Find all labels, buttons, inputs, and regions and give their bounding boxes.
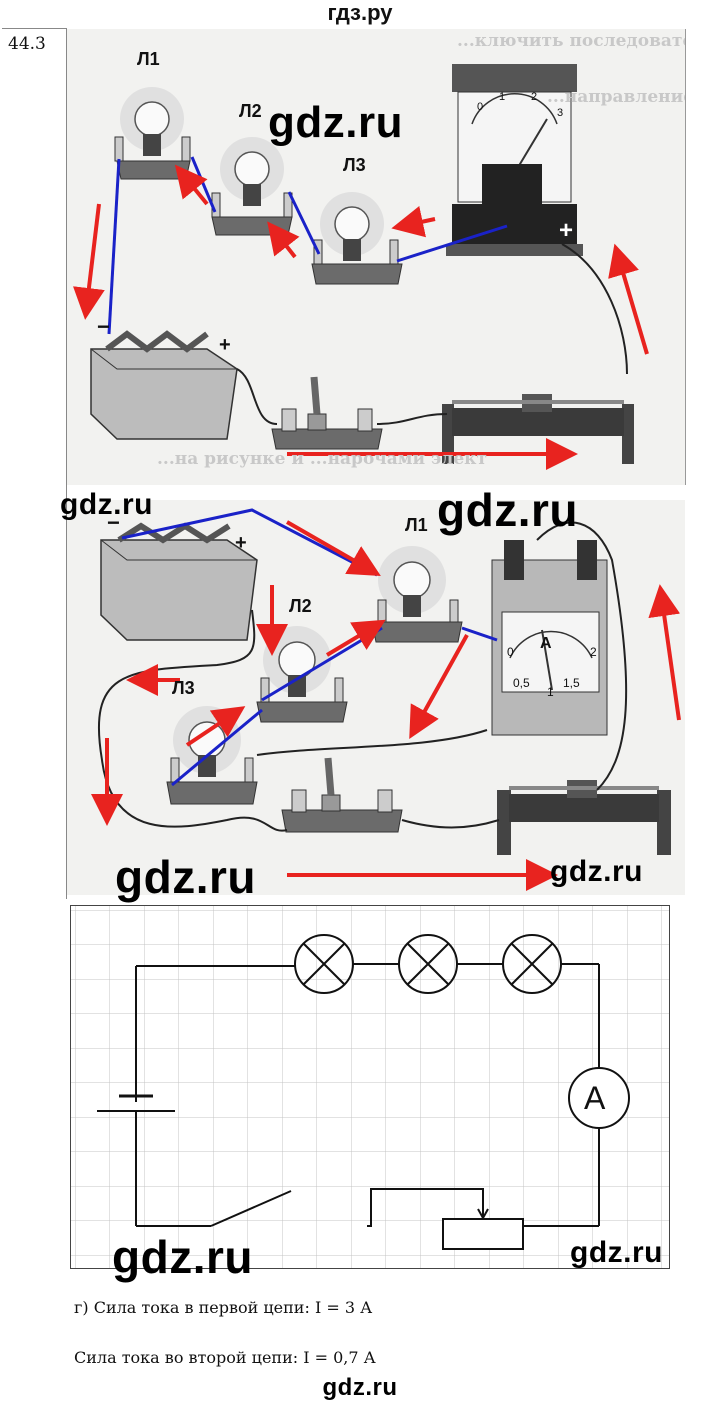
task-number-cell	[2, 28, 67, 899]
watermark: gdz.ru	[268, 98, 403, 147]
figure-second-circuit: Л1 Л2 Л3 − + А 0 0,5 1 1,5 2	[67, 500, 685, 895]
footer-watermark: gdz.ru	[322, 1374, 398, 1401]
lamp-label-3: Л3	[343, 155, 366, 175]
watermark: gdz.ru	[437, 484, 578, 536]
ammeter-scale-0: 0	[477, 101, 484, 113]
schematic-diagram	[71, 906, 669, 1268]
schematic-panel: A	[70, 905, 670, 1269]
lamp-2	[211, 137, 293, 236]
ammeter-1	[446, 64, 583, 256]
rheostat-symbol	[442, 1218, 524, 1250]
lamp2-label-1: Л1	[405, 515, 428, 535]
lamp-2-1	[371, 546, 463, 643]
watermark: gdz.ru	[115, 851, 256, 903]
battery-minus-label: −	[97, 314, 110, 339]
lamp-symbol-3	[502, 934, 562, 994]
ammeter-scale-3: 3	[557, 107, 564, 119]
ammeter2-letter: А	[540, 635, 552, 652]
lamp-symbol-1	[294, 934, 354, 994]
lamp-3	[311, 192, 403, 285]
ammeter-plus-label: +	[559, 217, 574, 244]
answer-first-circuit: г) Сила тока в первой цепи: I = 3 А	[74, 1298, 373, 1317]
lamp2-label-3: Л3	[172, 678, 195, 698]
ammeter-letter: A	[584, 1080, 606, 1116]
watermark: gdz.ru	[112, 1231, 253, 1283]
ammeter-2	[491, 540, 608, 736]
lamp-2-3	[166, 706, 258, 805]
ammeter2-scale-1: 1	[547, 685, 554, 699]
ammeter2-scale-15: 1,5	[563, 676, 580, 690]
switch-symbol	[210, 1190, 292, 1227]
rheostat-1	[442, 394, 634, 464]
rheostat-2	[497, 780, 671, 855]
battery-2	[100, 522, 258, 641]
figure2-drawing	[91, 508, 681, 891]
battery-plus-label: +	[219, 334, 231, 356]
figure-series-circuit: ...ключить последовательно (рис. а): пар…	[67, 29, 686, 485]
battery-1	[90, 330, 238, 440]
ghost-text: ...направление тока в цепи	[547, 87, 686, 107]
lamp-label-1: Л1	[137, 49, 160, 69]
answer-second-circuit: Сила тока во второй цепи: I = 0,7 А	[74, 1348, 376, 1367]
ammeter2-scale-05: 0,5	[513, 676, 530, 690]
watermark: gdz.ru	[550, 855, 643, 888]
ghost-text: ...на рисунке и ...нарочами элект	[157, 449, 487, 469]
lamp2-label-2: Л2	[289, 596, 312, 616]
ammeter-scale-2: 2	[531, 91, 538, 103]
lamp-symbol-2	[398, 934, 458, 994]
lamp-2-2	[256, 626, 348, 723]
battery2-minus-label: −	[107, 510, 120, 535]
lamp-label-2: Л2	[239, 101, 262, 121]
battery2-plus-label: +	[235, 532, 247, 554]
switch-1	[271, 376, 383, 450]
lamp-1	[114, 87, 191, 180]
watermark: gdz.ru	[570, 1236, 663, 1269]
task-number: 44.3	[8, 34, 46, 54]
ammeter2-scale-2: 2	[590, 645, 597, 659]
ghost-text: ...ключить последовательно (рис. а): пар…	[457, 31, 685, 51]
switch-2	[281, 757, 403, 833]
watermark: gdz.ru	[60, 488, 153, 521]
figure1-drawing	[73, 64, 649, 470]
ammeter2-scale-0: 0	[507, 645, 514, 659]
ammeter-scale-1: 1	[499, 91, 506, 103]
site-header: гдз.ру	[327, 0, 393, 25]
